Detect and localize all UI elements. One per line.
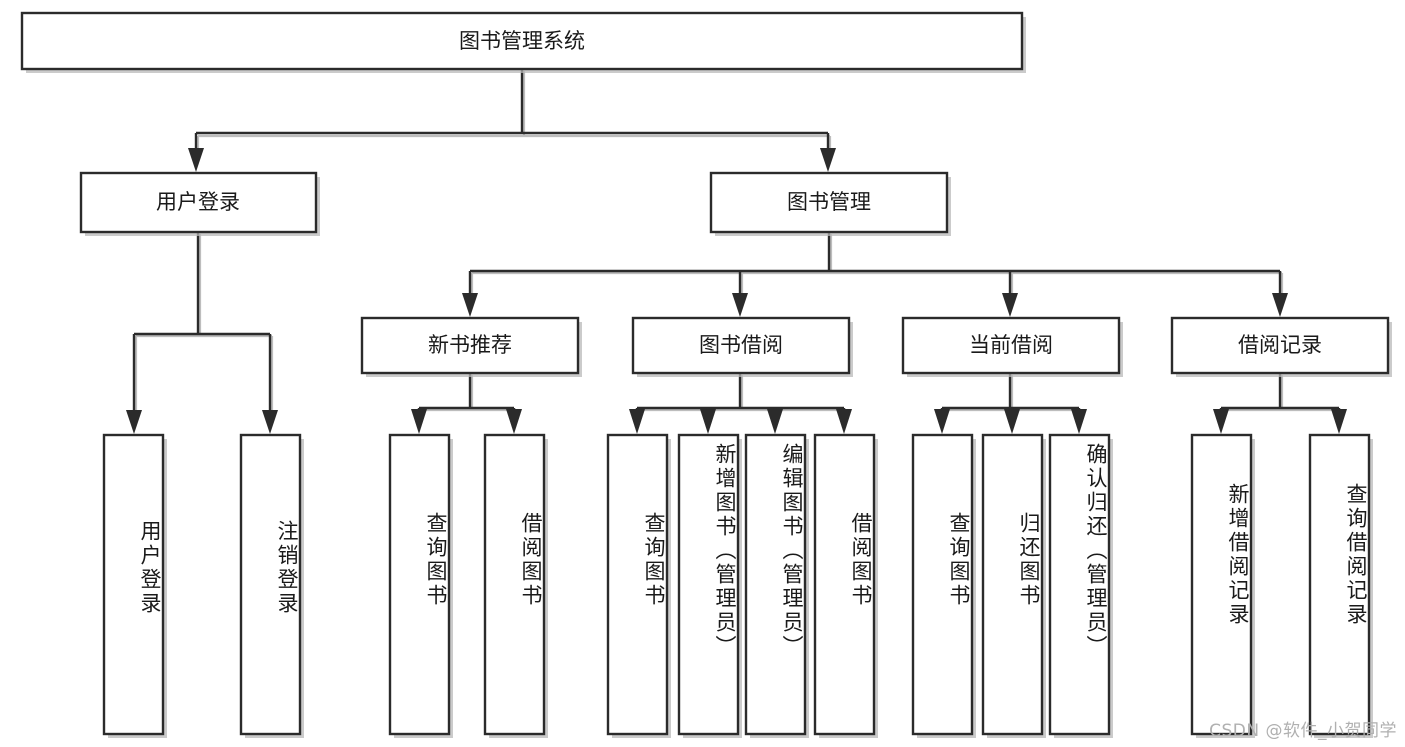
node-new-book-rec[interactable]: 新书推荐 [360,316,582,377]
node-book-borrow-label: 图书借阅 [699,333,783,357]
leaf-node-confirm-return[interactable] [1048,433,1113,738]
connector-currentborrow-to-leaves [934,373,1087,434]
node-borrow-record[interactable]: 借阅记录 [1170,316,1392,377]
connector-userlogin-to-leaves [126,232,278,434]
connector-bookborrow-to-leaves [629,373,852,434]
connector-layer [126,69,1347,434]
leaf-node-add-book[interactable] [677,433,742,738]
leaf-node-edit-book[interactable] [744,433,809,738]
connector-borrowrecord-to-leaves [1213,373,1347,434]
node-root[interactable]: 图书管理系统 [20,11,1026,73]
connector-newbook-to-leaves [411,373,522,434]
leaf-node-borrow-book-1[interactable] [483,433,548,738]
node-borrow-record-label: 借阅记录 [1238,333,1322,357]
leaf-node-query-book-2[interactable] [606,433,671,738]
csdn-watermark: CSDN @软件_小贺同学 [1209,721,1397,741]
node-current-borrow-label: 当前借阅 [969,333,1053,357]
node-root-label: 图书管理系统 [459,29,585,53]
leaf-node-query-record[interactable] [1308,433,1373,738]
connector-bookmanage-to-level3 [462,232,1288,317]
node-new-book-rec-label: 新书推荐 [428,333,512,357]
leaf-node-query-book-1[interactable] [388,433,453,738]
node-current-borrow[interactable]: 当前借阅 [901,316,1123,377]
node-book-manage[interactable]: 图书管理 [709,171,951,236]
leaf-node-add-record[interactable] [1190,433,1255,738]
node-user-login[interactable]: 用户登录 [79,171,320,236]
node-book-manage-label: 图书管理 [787,190,871,214]
node-user-login-label: 用户登录 [156,190,240,214]
leaf-node-query-book-3[interactable] [911,433,976,738]
node-book-borrow[interactable]: 图书借阅 [631,316,853,377]
connector-root-to-level2 [188,69,836,172]
leaf-node-user-logout[interactable] [239,433,304,738]
leaf-node-return-book[interactable] [981,433,1046,738]
leaf-node-borrow-book-2[interactable] [813,433,878,738]
leaf-node-user-login[interactable] [102,433,167,738]
